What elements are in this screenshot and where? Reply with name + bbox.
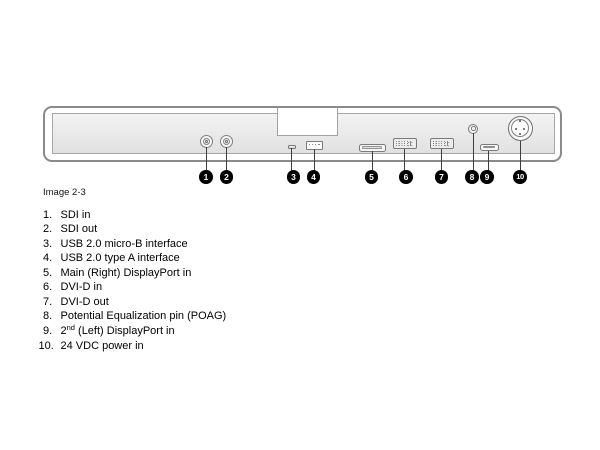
leader-line <box>371 151 373 171</box>
legend-item-label: 2nd (Left) DisplayPort in <box>60 323 175 339</box>
displayport-slot-icon <box>362 146 382 149</box>
usb-pin-icon <box>308 143 311 145</box>
legend-item: 9. 2nd (Left) DisplayPort in <box>43 323 373 339</box>
sdi-out-connector <box>219 134 233 148</box>
legend-list: 1. SDI in 2. SDI out 3. USB 2.0 micro-B int… <box>39 208 373 354</box>
callout-1: 1 <box>199 170 213 184</box>
displayport-slot-icon <box>482 145 496 149</box>
callout-5: 5 <box>364 170 379 184</box>
leader-line <box>225 147 227 171</box>
legend-item-number: 8. <box>43 310 53 323</box>
legend-item: 7. DVI-D out <box>43 295 373 309</box>
legend-item-number: 6. <box>43 281 53 294</box>
poag-hole-icon <box>471 126 476 131</box>
legend-item-label: SDI in <box>60 209 91 221</box>
leader-line <box>488 150 489 171</box>
sdi-in-connector <box>199 134 213 148</box>
callout-10: 10 <box>513 170 527 184</box>
legend-item: 6. DVI-D in <box>43 280 373 294</box>
leader-line <box>472 133 474 171</box>
dvi-in-port <box>392 138 417 149</box>
legend-item-label: SDI out <box>60 223 98 236</box>
power-pin-icon <box>515 127 518 130</box>
bnc-center-pin-icon <box>204 139 208 143</box>
figure-caption: Image 2-3 <box>43 187 86 198</box>
legend-item-label: DVI-D out <box>60 295 109 308</box>
displayport-2nd-port <box>480 143 499 151</box>
legend-item-label: Potential Equalization pin (POAG) <box>60 310 227 323</box>
callout-4: 4 <box>306 170 321 184</box>
legend-item: 8. Potential Equalization pin (POAG) <box>43 309 373 323</box>
legend-item-label: DVI-D in <box>60 281 103 294</box>
usb-pin-icon <box>318 143 320 145</box>
legend-item-number: 1. <box>43 209 53 221</box>
legend-item-label: Main (Right) DisplayPort in <box>60 266 192 279</box>
legend-item-number: 9. <box>43 324 53 337</box>
legend-item: 5. Main (Right) DisplayPort in <box>43 266 373 280</box>
legend-item: 2. SDI out <box>43 222 373 236</box>
callout-6: 6 <box>399 170 413 184</box>
dvi-pin-grid-icon <box>395 140 408 147</box>
power-key-notch-icon <box>519 119 521 122</box>
bnc-center-pin-icon <box>224 139 228 143</box>
power-pin-icon <box>519 132 521 135</box>
usb-pin-icon <box>312 143 314 145</box>
power-pin-icon <box>522 127 525 130</box>
dvi-out-port <box>429 138 454 149</box>
legend-label-rest: (Left) DisplayPort in <box>74 324 175 337</box>
legend-item-number: 4. <box>43 252 53 265</box>
dvi-blade-icon <box>409 141 411 146</box>
legend-item-number: 5. <box>43 266 53 279</box>
usb-pin-icon <box>315 143 317 145</box>
dvi-pin-grid-icon <box>432 140 445 147</box>
poag-pin <box>468 123 479 134</box>
legend-item: 10. 24 VDC power in <box>39 339 373 353</box>
leader-line <box>291 148 293 171</box>
callout-7: 7 <box>434 170 449 184</box>
callout-3: 3 <box>286 170 301 184</box>
legend-item-label: 24 VDC power in <box>60 340 144 353</box>
callout-8: 8 <box>465 170 479 184</box>
leader-line <box>404 148 406 171</box>
legend-item: 1. SDI in <box>43 208 373 222</box>
power-connector <box>508 116 533 141</box>
callout-2: 2 <box>219 170 234 184</box>
legend-label-base: 2 <box>60 324 67 337</box>
legend-item-number: 3. <box>43 237 53 250</box>
leader-line <box>441 148 443 171</box>
usb-slot-icon <box>290 146 294 148</box>
dvi-analog-pins-icon <box>445 141 447 143</box>
leader-line <box>313 149 315 171</box>
legend-label-superscript: nd <box>66 323 75 333</box>
dvi-blade-icon <box>446 141 448 146</box>
legend-item-label: USB 2.0 micro-B interface <box>60 237 188 250</box>
legend-item-number: 2. <box>43 223 53 236</box>
legend-item-number: 10. <box>38 340 54 353</box>
leader-line <box>205 147 207 171</box>
legend-item-number: 7. <box>43 295 53 308</box>
legend-item: 4. USB 2.0 type A interface <box>43 251 373 265</box>
callout-9: 9 <box>480 170 494 184</box>
leader-line <box>520 140 521 171</box>
legend-item-label: USB 2.0 type A interface <box>60 252 180 265</box>
panel-notch <box>277 108 338 136</box>
dvi-analog-pins-icon <box>408 141 410 143</box>
legend-item: 3. USB 2.0 micro-B interface <box>43 237 373 251</box>
